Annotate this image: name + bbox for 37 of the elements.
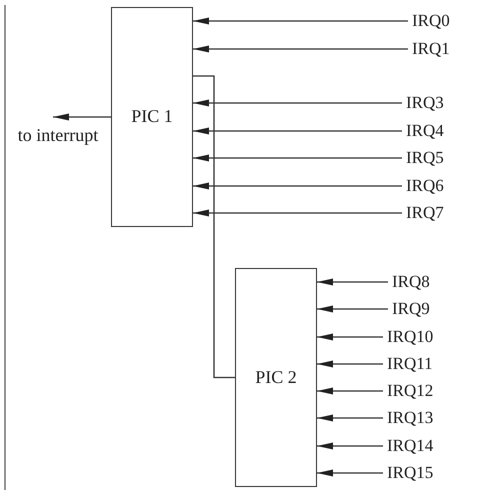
arrow: [317, 306, 388, 312]
arrow: [193, 100, 402, 106]
signal-label: IRQ5: [406, 148, 444, 168]
signal-label: IRQ9: [392, 298, 430, 320]
arrow: [53, 114, 111, 120]
signal-label: IRQ0: [412, 10, 450, 32]
controller-box: [235, 268, 317, 487]
arrow: [193, 46, 408, 52]
controller-box: [111, 7, 193, 227]
signal-label: IRQ1: [412, 38, 450, 60]
signal-label: IRQ4: [406, 120, 444, 142]
arrow: [193, 128, 402, 134]
controller-label: PIC 1: [131, 106, 173, 128]
arrow: [317, 470, 383, 476]
signal-label: IRQ12: [387, 380, 434, 402]
arrow: [317, 414, 383, 422]
signal-label: IRQ3: [406, 92, 444, 114]
controller-label: PIC 2: [255, 366, 297, 388]
arrow: [193, 182, 402, 190]
signal-label: IRQ15: [387, 462, 434, 484]
signal-label: IRQ7: [406, 202, 444, 224]
signal-label: IRQ11: [387, 354, 433, 374]
arrow: [193, 210, 402, 216]
arrow: [317, 360, 383, 368]
signal-label: IRQ6: [406, 176, 444, 196]
arrow: [317, 278, 388, 286]
arrow: [193, 154, 402, 162]
signal-label: IRQ10: [387, 326, 434, 348]
signal-label: IRQ14: [387, 436, 434, 456]
arrow: [193, 18, 408, 24]
signal-label: IRQ8: [392, 272, 430, 292]
connector-line: [193, 75, 235, 378]
signal-label: IRQ13: [387, 408, 434, 428]
arrow: [317, 442, 383, 450]
arrow: [317, 334, 383, 340]
output-label: to interrupt: [18, 125, 98, 147]
arrow: [317, 388, 383, 394]
